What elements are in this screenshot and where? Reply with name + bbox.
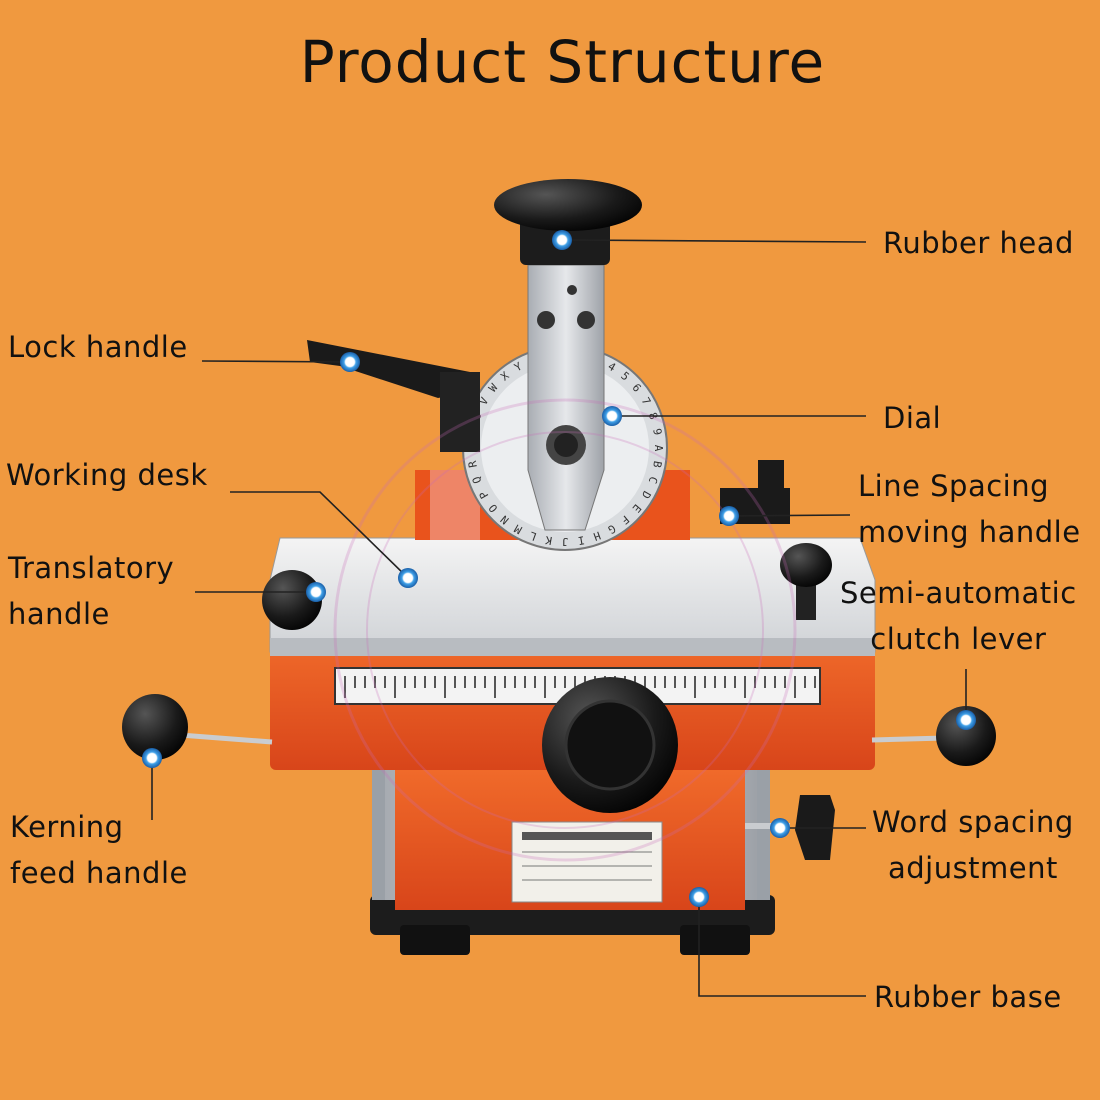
dial-character: K xyxy=(544,533,553,547)
label-word-spacing-line2: adjustment xyxy=(887,851,1058,885)
label-word-spacing: Word spacing adjustment xyxy=(872,799,1074,891)
label-semi-automatic-line1: Semi-automatic xyxy=(840,576,1077,610)
kerning-handle-part xyxy=(122,694,273,760)
dial-column xyxy=(527,264,605,531)
label-translatory-line1: Translatory xyxy=(8,551,175,585)
translatory-knob xyxy=(262,570,322,630)
lock-handle-part xyxy=(307,340,480,452)
dial-character: J xyxy=(562,535,569,548)
clutch-knob xyxy=(780,543,832,620)
label-dial: Dial xyxy=(883,401,942,435)
dial-character: C xyxy=(646,475,660,486)
label-lock-handle: Lock handle xyxy=(8,330,188,364)
callout-dot xyxy=(770,818,790,838)
label-line-spacing: Line Spacing moving handle xyxy=(858,463,1081,555)
callout-dot xyxy=(142,748,162,768)
callout-dot xyxy=(602,406,622,426)
callout-dot xyxy=(306,582,326,602)
callout-dot xyxy=(719,506,739,526)
callout-dot xyxy=(398,568,418,588)
callout-dot xyxy=(956,710,976,730)
label-kerning-line1: Kerning xyxy=(10,810,124,844)
label-translatory: Translatory handle xyxy=(8,545,174,637)
rubber-head xyxy=(494,179,642,265)
dial-character: I xyxy=(577,533,586,547)
page-title: Product Structure xyxy=(299,28,826,96)
label-kerning: Kerning feed handle xyxy=(10,804,188,896)
callout-markers xyxy=(142,230,976,907)
label-rubber-base: Rubber base xyxy=(874,980,1062,1014)
leader-lines xyxy=(151,239,967,997)
label-line-spacing-line1: Line Spacing xyxy=(858,469,1050,503)
center-knob xyxy=(542,677,678,813)
dial-character: B xyxy=(650,460,664,469)
label-line-spacing-line2: moving handle xyxy=(858,515,1081,549)
dial-character: 9 xyxy=(650,427,664,436)
dial-character: L xyxy=(527,528,538,543)
dial-character: R xyxy=(466,459,480,468)
label-working-desk: Working desk xyxy=(6,458,208,492)
dial-character: A xyxy=(652,445,665,452)
label-word-spacing-line1: Word spacing xyxy=(872,805,1074,839)
working-desk-plate xyxy=(269,537,876,656)
dial-character: H xyxy=(592,529,603,543)
label-semi-automatic-line2: clutch lever xyxy=(870,622,1047,656)
label-kerning-line2: feed handle xyxy=(10,856,188,890)
label-semi-automatic: Semi-automatic clutch lever xyxy=(840,570,1077,662)
nameplate xyxy=(511,821,663,903)
dial-character: Q xyxy=(470,475,484,486)
callout-dot xyxy=(552,230,572,250)
label-rubber-head: Rubber head xyxy=(883,226,1074,260)
label-translatory-line2: handle xyxy=(8,597,110,631)
watermark xyxy=(333,398,797,862)
callout-dot xyxy=(340,352,360,372)
callout-dot xyxy=(689,887,709,907)
right-ball-handle xyxy=(871,706,996,766)
